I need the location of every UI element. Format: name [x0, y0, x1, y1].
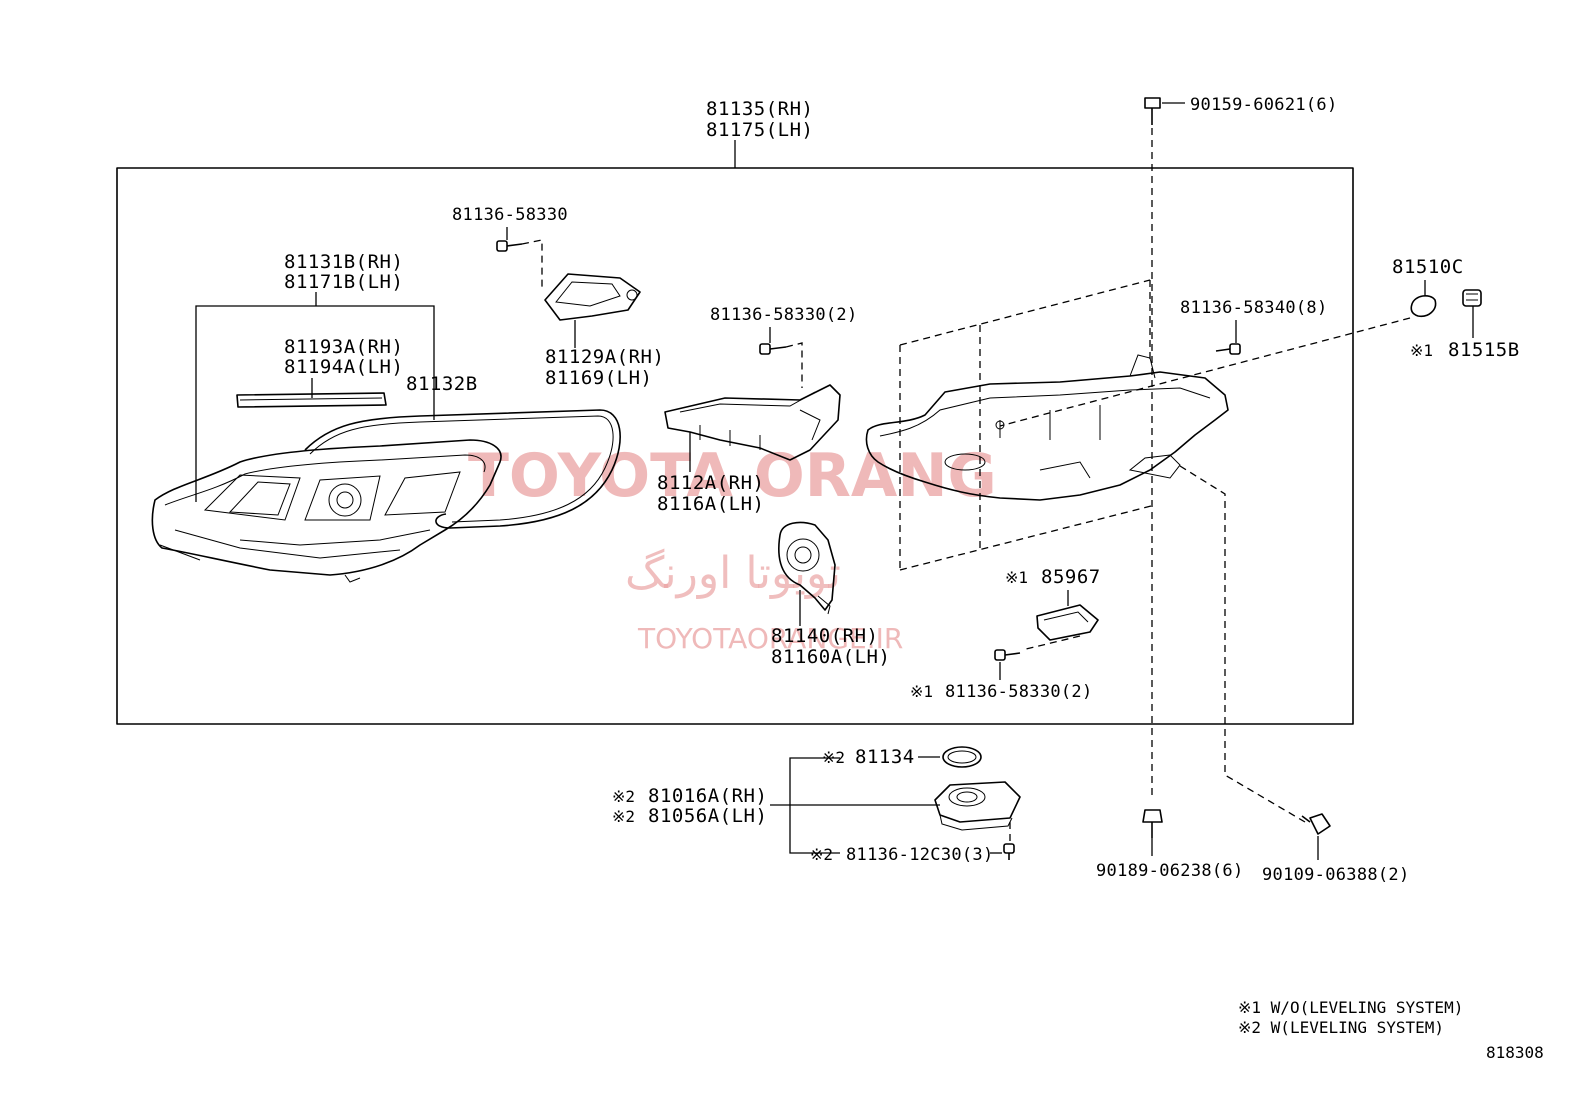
headlamp-unit [151, 439, 502, 583]
screw-ballast-label: 81136-12C30(3) [846, 845, 994, 865]
bolt-bottom [1142, 809, 1163, 838]
bulb-mark: ※1 [1410, 341, 1433, 360]
socket-label-lh: 81160A(LH) [771, 646, 890, 668]
cover-label-lh: 81169(LH) [545, 367, 652, 389]
cover-part [544, 273, 641, 321]
bolt-top [1144, 97, 1161, 125]
bracket-label-rh: 8112A(RH) [657, 472, 764, 494]
socket-label-rh: 81140(RH) [771, 625, 878, 647]
gasket-label: 81132B [406, 373, 478, 395]
screw-module-label: 81136-58330(2) [945, 682, 1093, 702]
assembly-label-lh: 81175(LH) [706, 119, 813, 141]
bolt-bottom-label: 90189-06238(6) [1096, 861, 1244, 881]
screw-top-label: 81136-58330 [452, 205, 568, 225]
bolt-top-label: 90159-60621(6) [1190, 95, 1338, 115]
trim-label-lh: 81194A(LH) [284, 356, 403, 378]
bolt-right [1301, 813, 1331, 835]
ring-part [942, 746, 982, 768]
screw-module [994, 649, 1021, 661]
socket-part [778, 521, 836, 615]
screw-housing-label: 81136-58340(8) [1180, 298, 1328, 318]
watermark-brand-farsi: تویوتا اورنگ [625, 548, 841, 599]
unit-label-rh: 81131B(RH) [284, 251, 403, 273]
cover-label-rh: 81129A(RH) [545, 346, 664, 368]
legend-note-2: ※2 W(LEVELING SYSTEM) [1238, 1018, 1444, 1037]
screw-ballast [1003, 843, 1015, 860]
unit-bracket-leader [195, 305, 435, 502]
housing-part [865, 354, 1229, 501]
bulb-label: 81515B [1448, 339, 1520, 361]
trim-label-rh: 81193A(RH) [284, 336, 403, 358]
screw-bracket [759, 343, 787, 355]
bracket-label-lh: 8116A(LH) [657, 493, 764, 515]
watermark-site: TOYOTAORANGE.IR [637, 622, 903, 655]
cap-label: 81510C [1392, 256, 1464, 278]
module-part [1036, 604, 1099, 641]
trim-strip [236, 392, 387, 408]
screw-bracket-label: 81136-58330(2) [710, 305, 858, 325]
legend-note-1: ※1 W/O(LEVELING SYSTEM) [1238, 998, 1463, 1017]
screw-housing [1215, 343, 1241, 355]
screw-ballast-mark: ※2 [810, 845, 833, 864]
screw-top [496, 240, 523, 252]
module-label: 85967 [1041, 566, 1101, 588]
ballast-mark-rh: ※2 [612, 787, 635, 806]
assembly-label-rh: 81135(RH) [706, 98, 813, 120]
ballast-mark-lh: ※2 [612, 807, 635, 826]
ballast-label-rh: 81016A(RH) [648, 785, 767, 807]
bolt-right-label: 90109-06388(2) [1262, 865, 1410, 885]
unit-label-lh: 81171B(LH) [284, 271, 403, 293]
screw-module-mark: ※1 [910, 682, 933, 701]
ring-label: 81134 [855, 746, 915, 768]
ballast-label-lh: 81056A(LH) [648, 805, 767, 827]
ballast-part [934, 781, 1021, 831]
cap-part [1410, 295, 1437, 318]
illustration-number: 818308 [1486, 1043, 1544, 1062]
module-mark: ※1 [1005, 568, 1028, 587]
bulb-part [1462, 289, 1482, 307]
